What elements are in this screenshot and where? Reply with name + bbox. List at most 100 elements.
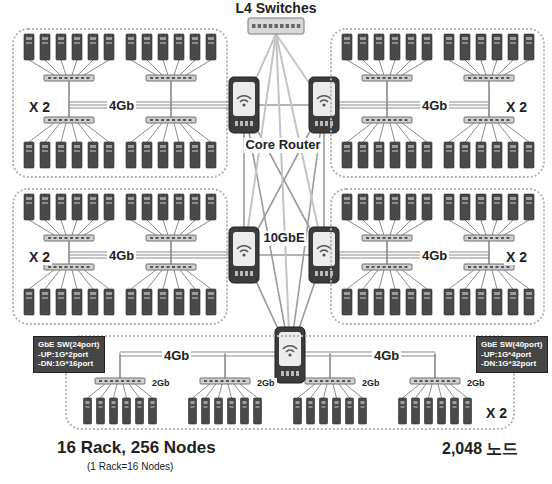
server-node bbox=[206, 194, 216, 220]
node-cable bbox=[84, 123, 109, 142]
server-bay bbox=[74, 297, 80, 299]
gbe-switch bbox=[362, 235, 412, 241]
node-cable bbox=[465, 123, 480, 142]
multiplier-label: X 2 bbox=[27, 249, 52, 265]
server-bay bbox=[90, 42, 96, 44]
server-bay bbox=[361, 401, 365, 404]
switch-port bbox=[485, 119, 488, 121]
server-bay bbox=[392, 197, 398, 200]
server-bay bbox=[360, 37, 366, 40]
switch-port bbox=[383, 237, 386, 239]
server-bay bbox=[176, 42, 182, 44]
server-bay bbox=[424, 197, 430, 200]
server-bay bbox=[344, 37, 350, 40]
switch-port bbox=[183, 266, 186, 268]
switch-port bbox=[372, 77, 375, 79]
node-cable bbox=[498, 123, 513, 142]
server-bay bbox=[462, 150, 468, 152]
router-port bbox=[286, 371, 289, 376]
server-node bbox=[24, 142, 34, 168]
switch-port bbox=[183, 237, 186, 239]
server-bay bbox=[144, 197, 150, 200]
gbe-switch bbox=[146, 264, 196, 270]
switch-port bbox=[348, 380, 351, 382]
server-bay bbox=[90, 150, 96, 152]
server-bay bbox=[478, 202, 484, 204]
server-bay bbox=[376, 292, 382, 295]
server-bay bbox=[510, 202, 516, 204]
switch-port bbox=[383, 266, 386, 268]
server-bay bbox=[160, 292, 166, 295]
node-cable bbox=[402, 123, 427, 142]
server-bay bbox=[360, 145, 366, 148]
switch-port bbox=[54, 119, 57, 121]
trunk-line bbox=[339, 101, 489, 102]
switch-port bbox=[490, 77, 493, 79]
switch-port bbox=[337, 380, 340, 382]
server-bay bbox=[360, 42, 366, 44]
node-cable bbox=[72, 123, 77, 142]
server-bay bbox=[192, 202, 198, 204]
server-node bbox=[406, 34, 416, 60]
server-bay bbox=[392, 202, 398, 204]
switch-port bbox=[280, 24, 284, 28]
server-bay bbox=[74, 202, 80, 204]
server-node bbox=[126, 289, 136, 315]
switch-port bbox=[81, 237, 84, 239]
server-bay bbox=[230, 406, 234, 408]
switch-port bbox=[501, 237, 504, 239]
node-cable bbox=[504, 220, 529, 235]
switch-port bbox=[496, 77, 499, 79]
server-bay bbox=[176, 292, 182, 295]
switch-port bbox=[65, 237, 68, 239]
switch-port bbox=[70, 119, 73, 121]
server-node bbox=[374, 34, 384, 60]
server-bay bbox=[160, 150, 166, 152]
server-bay bbox=[348, 406, 352, 408]
total-label: 2,048 노드 bbox=[440, 440, 520, 458]
node-cable bbox=[78, 220, 93, 235]
switch-port bbox=[388, 119, 391, 121]
switch-port bbox=[161, 266, 164, 268]
node-cable bbox=[61, 270, 66, 289]
server-node bbox=[104, 34, 114, 60]
server-bay bbox=[42, 150, 48, 152]
server-node bbox=[88, 142, 98, 168]
server-node bbox=[40, 34, 50, 60]
server-bay bbox=[176, 150, 182, 152]
server-bay bbox=[74, 150, 80, 152]
router-port bbox=[325, 121, 328, 126]
server-node bbox=[476, 142, 486, 168]
server-node bbox=[104, 142, 114, 168]
trunk-line bbox=[339, 257, 489, 258]
server-bay bbox=[510, 37, 516, 40]
server-node bbox=[158, 194, 168, 220]
server-bay bbox=[392, 42, 398, 44]
switch-port bbox=[377, 119, 380, 121]
switch-port bbox=[320, 380, 323, 382]
server-bay bbox=[462, 292, 468, 295]
wifi-arc bbox=[283, 346, 297, 349]
server-node bbox=[464, 398, 472, 424]
gbe-switch bbox=[44, 117, 94, 123]
server-bay bbox=[510, 297, 516, 299]
gbe-switch bbox=[362, 117, 412, 123]
node-cable bbox=[481, 60, 486, 75]
switch-port bbox=[121, 380, 124, 382]
server-bay bbox=[191, 401, 195, 404]
switch-port bbox=[70, 266, 73, 268]
bandwidth-label: 4Gb bbox=[162, 349, 191, 364]
node-cable bbox=[163, 60, 168, 75]
server-bay bbox=[90, 292, 96, 295]
server-bay bbox=[90, 202, 96, 204]
switch-port bbox=[54, 77, 57, 79]
server-node bbox=[174, 34, 184, 60]
server-bay bbox=[74, 42, 80, 44]
node-cable bbox=[29, 123, 54, 142]
server-node bbox=[123, 398, 131, 424]
server-node bbox=[110, 398, 118, 424]
server-node bbox=[390, 194, 400, 220]
node-cable bbox=[186, 60, 211, 75]
bandwidth-label: 4Gb bbox=[107, 99, 136, 114]
node-cable bbox=[390, 220, 395, 235]
